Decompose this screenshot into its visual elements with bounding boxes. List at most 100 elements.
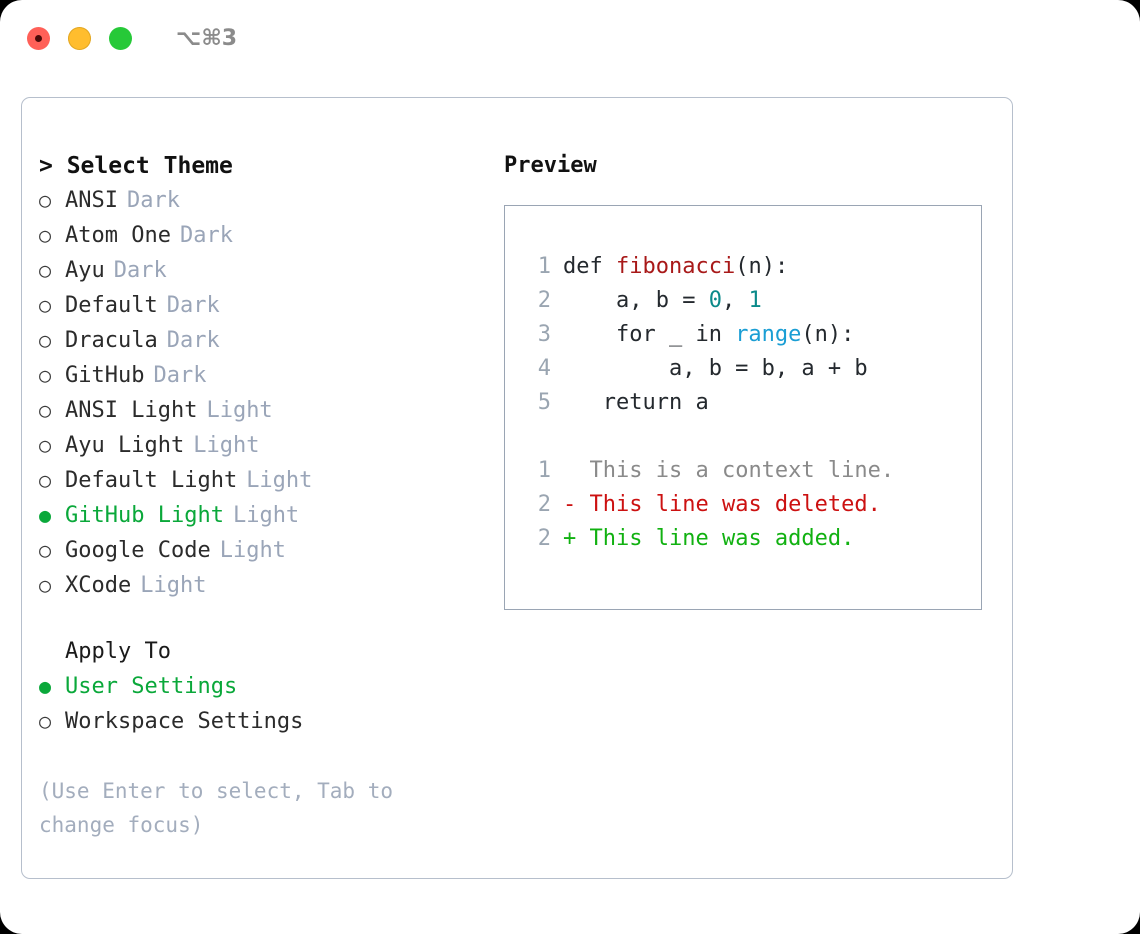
diff-marker: - — [563, 492, 590, 517]
theme-option[interactable]: ○ Dracula Dark — [39, 323, 484, 358]
line-number: 2 — [537, 288, 551, 313]
select-theme-heading: > Select Theme — [39, 153, 233, 179]
theme-option[interactable]: ○ Default Dark — [39, 288, 484, 323]
theme-variant-tag: Dark — [126, 188, 180, 213]
code-text: a, b = 0, 1 — [563, 284, 762, 318]
theme-option-label: ANSI — [65, 188, 118, 213]
apply-to-section: Apply To ●User Settings ○ Workspace Settin… — [39, 635, 484, 739]
theme-variant-tag: Light — [232, 503, 300, 528]
theme-option[interactable]: ○ Google Code Light — [39, 533, 484, 568]
code-token: (n): — [801, 322, 855, 347]
radio-unselected-icon[interactable]: ○ — [39, 258, 52, 282]
diff-line: 1 This is a context line. — [525, 454, 981, 488]
diff-text: This line was deleted. — [589, 492, 881, 517]
theme-option-label: Default Light — [65, 468, 238, 493]
theme-variant-tag: Light — [206, 398, 273, 423]
code-line: 4 a, b = b, a + b — [525, 352, 981, 386]
radio-unselected-icon[interactable]: ○ — [39, 328, 52, 352]
apply-to-list[interactable]: ●User Settings ○ Workspace Settings — [39, 669, 484, 739]
preview-heading: Preview — [504, 153, 597, 178]
radio-unselected-icon[interactable]: ○ — [39, 433, 52, 457]
keyboard-hint-text: (Use Enter to select, Tab to change focu… — [39, 779, 394, 837]
line-number: 1 — [537, 254, 551, 279]
theme-option[interactable]: ○ ANSI Light Light — [39, 393, 484, 428]
radio-selected-icon[interactable]: ● — [39, 674, 52, 698]
theme-option-label: XCode — [65, 573, 132, 598]
theme-option-label: Dracula — [65, 328, 158, 353]
apply-to-heading: Apply To — [65, 639, 171, 664]
code-text: a, b = b, a + b — [563, 352, 868, 386]
code-line: 5 return a — [525, 386, 981, 420]
minimize-window-button[interactable] — [68, 26, 91, 50]
code-token: (n): — [735, 254, 789, 279]
diff-marker — [563, 454, 590, 488]
radio-unselected-icon[interactable]: ○ — [39, 538, 52, 562]
theme-variant-tag: Dark — [166, 293, 220, 318]
code-text: return a — [563, 386, 709, 420]
radio-unselected-icon[interactable]: ○ — [39, 468, 52, 492]
theme-option[interactable]: ○ ANSI Dark — [39, 183, 484, 218]
diff-line: 2- This line was deleted. — [525, 488, 981, 522]
theme-option[interactable]: ● GitHub Light Light — [39, 498, 484, 533]
theme-option-label: Atom One — [65, 223, 171, 248]
radio-unselected-icon[interactable]: ○ — [39, 709, 52, 733]
code-token: return a — [563, 390, 709, 415]
theme-option-label: ANSI Light — [65, 398, 198, 423]
code-token: for _ in — [563, 322, 736, 347]
theme-option-label: Google Code — [65, 538, 211, 563]
radio-unselected-icon[interactable]: ○ — [39, 188, 52, 212]
theme-variant-tag: Light — [246, 468, 313, 493]
radio-unselected-icon[interactable]: ○ — [39, 363, 52, 387]
diff-text: This is a context line. — [589, 458, 895, 483]
apply-to-option[interactable]: ●User Settings — [39, 669, 484, 704]
radio-unselected-icon[interactable]: ○ — [39, 573, 52, 597]
window-controls — [27, 26, 132, 50]
code-token: a, b = — [563, 288, 709, 313]
radio-unselected-icon[interactable]: ○ — [39, 398, 52, 422]
code-token: a, b = b, a + b — [563, 356, 868, 381]
diff-sample: 1 This is a context line.2- This line wa… — [525, 454, 981, 556]
theme-variant-tag: Dark — [179, 223, 233, 248]
theme-variant-tag: Dark — [113, 258, 167, 283]
title-bar: ⌥⌘3 — [0, 0, 1140, 76]
code-token: range — [735, 322, 802, 347]
theme-variant-tag: Light — [219, 538, 286, 563]
code-token: fibonacci — [615, 254, 736, 279]
line-number: 3 — [537, 322, 551, 347]
maximize-window-button[interactable] — [109, 26, 132, 50]
code-text: def fibonacci(n): — [563, 250, 788, 284]
code-line: 2 a, b = 0, 1 — [525, 284, 981, 318]
code-line: 1 def fibonacci(n): — [525, 250, 981, 284]
line-number: 1 — [537, 458, 551, 483]
theme-variant-tag: Light — [193, 433, 260, 458]
close-window-button[interactable] — [27, 26, 50, 50]
radio-unselected-icon[interactable]: ○ — [39, 223, 52, 247]
diff-text: This line was added. — [589, 526, 855, 551]
line-number: 4 — [537, 356, 551, 381]
code-text: for _ in range(n): — [563, 318, 854, 352]
theme-option-label: Default — [65, 293, 158, 318]
apply-to-option-label: Workspace Settings — [65, 709, 304, 734]
code-spacer — [525, 420, 981, 454]
radio-unselected-icon[interactable]: ○ — [39, 293, 52, 317]
code-token: 1 — [748, 288, 762, 313]
theme-option[interactable]: ○ Atom One Dark — [39, 218, 484, 253]
radio-selected-icon[interactable]: ● — [39, 503, 52, 527]
theme-option[interactable]: ○ Default Light Light — [39, 463, 484, 498]
line-number: 2 — [537, 526, 551, 551]
theme-variant-tag: Dark — [166, 328, 220, 353]
code-line: 3 for _ in range(n): — [525, 318, 981, 352]
apply-to-option[interactable]: ○ Workspace Settings — [39, 704, 484, 739]
code-token: , — [721, 288, 749, 313]
theme-option-label: GitHub Light — [65, 503, 224, 528]
code-token: 0 — [708, 288, 722, 313]
